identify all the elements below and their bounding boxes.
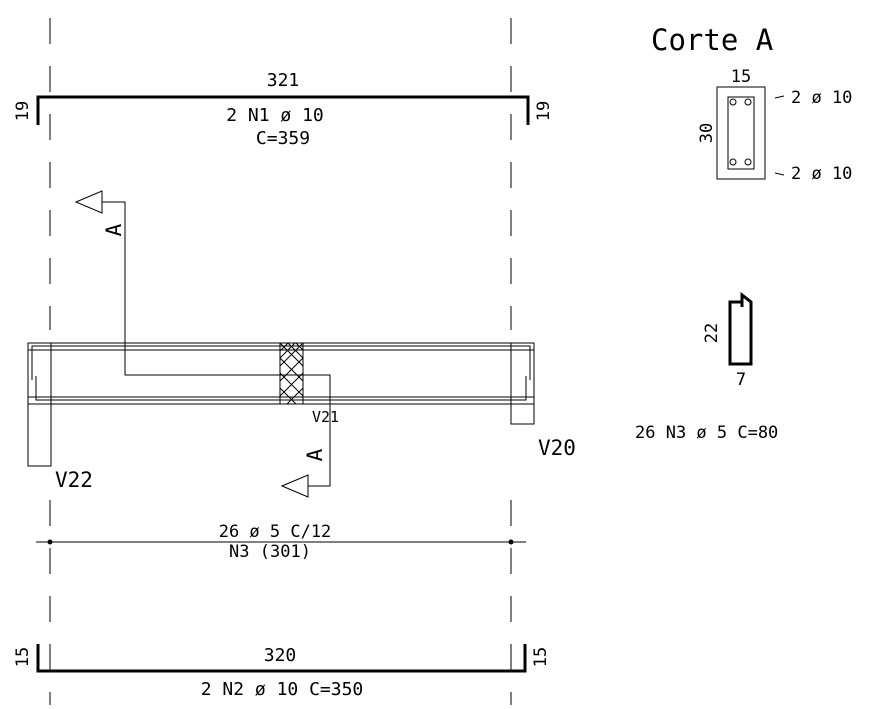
column-v22 (27, 342, 52, 467)
leader-top-rebar (774, 95, 785, 99)
stirrup-distribution-spec: 26 ø 5 C/12 (219, 522, 332, 542)
cut-label-top: A (102, 223, 126, 236)
distribution-point-right (508, 539, 514, 545)
section-cut-line (102, 201, 331, 487)
bottom-bar-hook-right: 15 (531, 647, 551, 667)
section-rebar-top-left (729, 98, 737, 106)
bottom-bar-hook-left: 15 (13, 647, 33, 667)
section-rebar-top-right (744, 98, 752, 106)
beam-label-v22: V22 (55, 468, 93, 492)
rebar-bottom-in-beam (35, 376, 527, 401)
section-width: 15 (731, 67, 751, 87)
cut-arrow-top (74, 190, 103, 214)
stirrup-shape (728, 291, 753, 366)
rebar-n2 (36, 644, 527, 673)
section-outline (716, 86, 766, 180)
distribution-point-left (47, 539, 53, 545)
top-bar-hook-left: 19 (13, 101, 33, 121)
section-title: Corte A (651, 23, 773, 57)
rebar-n1 (36, 95, 530, 125)
beam-label-v21: V21 (312, 408, 339, 426)
beam-label-v20: V20 (538, 436, 576, 460)
bottom-bar-length: 320 (264, 645, 297, 666)
support-hatch (279, 342, 304, 405)
top-bar-length: 321 (267, 70, 300, 91)
stirrup-spec: 26 N3 ø 5 C=80 (635, 423, 778, 443)
section-top-rebar: 2 ø 10 (791, 88, 852, 108)
top-bar-spec: 2 N1 ø 10 (226, 105, 324, 126)
column-v20 (510, 342, 535, 425)
support-v21 (279, 342, 304, 405)
leader-bottom-rebar (774, 172, 785, 176)
section-stirrup (727, 96, 755, 170)
stirrup-width: 7 (736, 370, 746, 390)
bottom-bar-spec: 2 N2 ø 10 C=350 (201, 679, 364, 700)
section-rebar-bottom-left (729, 158, 737, 166)
top-bar-hook-right: 19 (534, 101, 554, 121)
stirrup-height: 22 (702, 323, 722, 343)
top-bar-total: C=359 (256, 128, 310, 149)
section-rebar-bottom-right (744, 158, 752, 166)
section-height: 30 (697, 123, 717, 143)
stirrup-distribution-ref: N3 (301) (229, 542, 311, 562)
rebar-top-in-beam (31, 345, 531, 380)
cut-arrow-bottom (280, 474, 309, 498)
cut-label-bottom: A (303, 448, 327, 461)
section-bottom-rebar: 2 ø 10 (791, 164, 852, 184)
